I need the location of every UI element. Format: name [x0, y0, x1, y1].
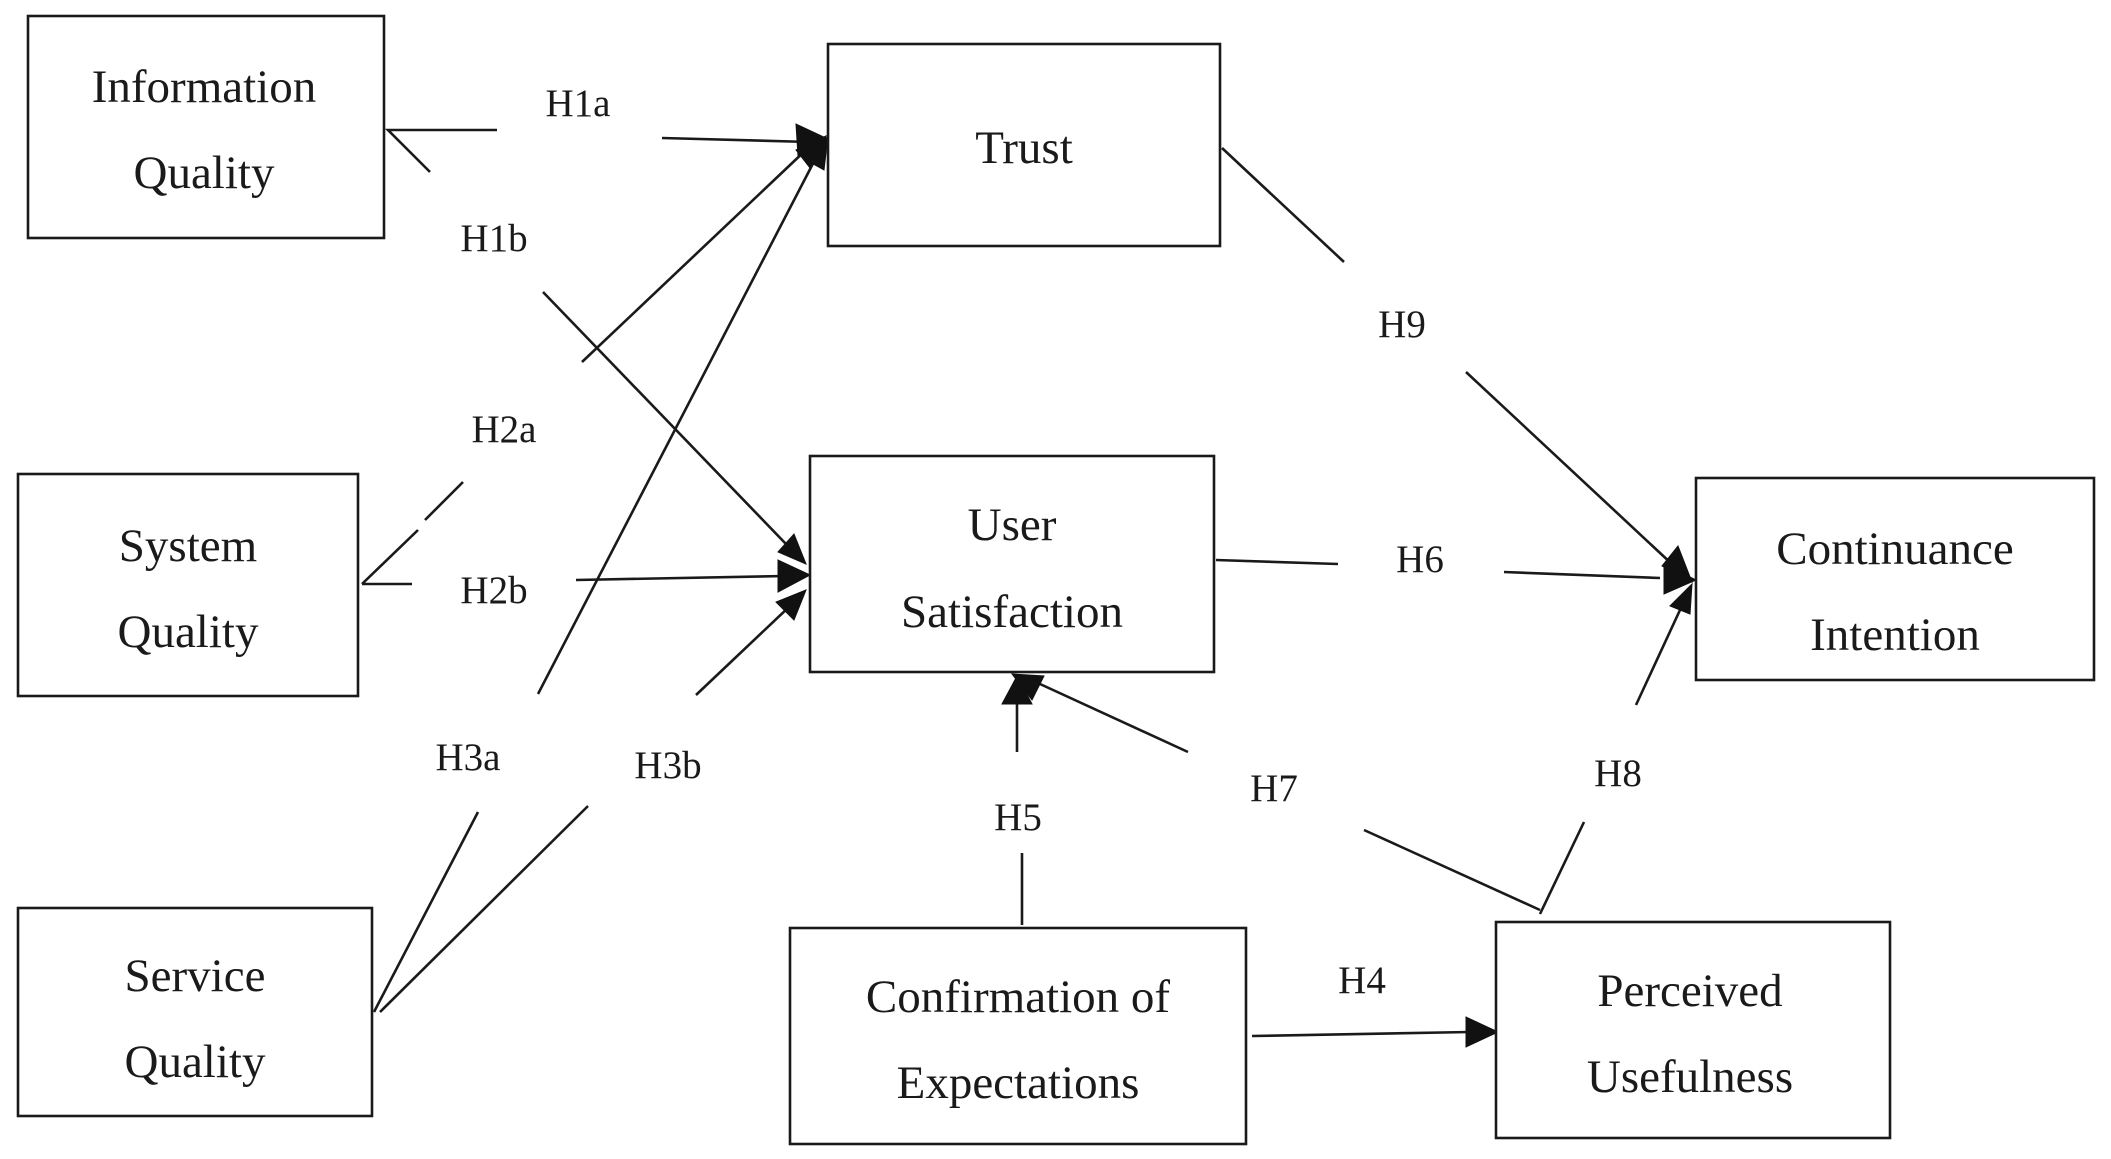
box-confirmation-line1: Confirmation of: [866, 971, 1170, 1023]
box-trust: Trust: [826, 42, 1222, 248]
label-h2b: H2b: [460, 569, 527, 612]
box-system-quality-line1: System: [119, 520, 257, 572]
path-h1a: [384, 128, 497, 173]
box-perceived-usefulness-line1: Perceived: [1597, 965, 1782, 1017]
path-h4: [1251, 1030, 1471, 1038]
label-h3a: H3a: [436, 736, 501, 779]
label-h1a: H1a: [546, 82, 611, 125]
path-h2a-upper: [581, 147, 809, 363]
box-continuance-intention: Continuance Intention: [1694, 476, 2096, 682]
path-h3b-upper: [695, 605, 791, 696]
box-perceived-usefulness-line2: Usefulness: [1587, 1051, 1793, 1103]
box-perceived-usefulness: Perceived Usefulness: [1494, 920, 1892, 1140]
arrowhead-h7: [1010, 673, 1045, 701]
arrowhead-h1b: [777, 533, 807, 565]
box-user-satisfaction-line1: User: [968, 499, 1057, 551]
box-continuance-intention-line2: Intention: [1810, 609, 1980, 661]
path-h2a-lower: [361, 529, 419, 585]
label-h9: H9: [1378, 303, 1426, 346]
label-h7: H7: [1250, 767, 1298, 810]
box-confirmation-of-expectations: Confirmation of Expectations: [788, 926, 1248, 1146]
path-h3a-upper: [536, 149, 822, 695]
box-service-quality-line1: Service: [125, 950, 266, 1002]
path-h8-upper: [1634, 609, 1682, 706]
label-h2a: H2a: [472, 408, 537, 451]
label-h8: H8: [1594, 752, 1642, 795]
path-h7-upper: [1039, 682, 1189, 754]
arrowhead-h4: [1465, 1016, 1500, 1048]
hypothesis-labels: H1a H1b H2a H2b H3a H3b H4 H5 H6 H7 H8 H…: [436, 82, 1642, 1002]
path-h9-upper: [1221, 147, 1345, 263]
path-h9-lower: [1465, 371, 1675, 567]
arrowhead-h2b: [777, 559, 812, 593]
box-continuance-intention-line1: Continuance: [1776, 523, 2014, 575]
box-information-quality-line2: Quality: [134, 147, 275, 199]
box-system-quality: System Quality: [16, 472, 360, 698]
arrowhead-h6: [1663, 563, 1698, 595]
arrowhead-h8: [1669, 582, 1693, 615]
arrowhead-h3b: [775, 589, 807, 621]
label-h3b: H3b: [634, 744, 701, 787]
connector-lines: [361, 128, 1682, 1038]
label-h4: H4: [1338, 959, 1386, 1002]
path-h2b-right: [575, 574, 787, 582]
box-system-quality-line2: Quality: [118, 606, 259, 658]
arrowhead-h3a: [805, 134, 829, 171]
label-h5: H5: [994, 796, 1042, 839]
box-information-quality-line1: Information: [92, 61, 317, 113]
box-service-quality: Service Quality: [16, 906, 374, 1118]
box-user-satisfaction-line2: Satisfaction: [901, 586, 1123, 638]
path-h3b-lower: [379, 805, 589, 1013]
box-user-satisfaction: User Satisfaction: [808, 454, 1216, 674]
path-h1b: [542, 291, 787, 545]
box-information-quality: Information Quality: [26, 14, 386, 240]
box-confirmation-line2: Expectations: [897, 1057, 1140, 1109]
label-h1b: H1b: [460, 217, 527, 260]
path-h3a-lower: [372, 811, 480, 1013]
path-h8-lower: [1538, 821, 1586, 915]
path-h1a-arrow-segment: [661, 136, 811, 144]
arrowheads: [775, 123, 1698, 1048]
path-h7-lower: [1363, 828, 1541, 912]
box-trust-line1: Trust: [975, 122, 1073, 174]
box-service-quality-line2: Quality: [125, 1036, 266, 1088]
label-h6: H6: [1396, 538, 1444, 581]
path-h6-left: [1215, 558, 1339, 566]
path-h2a-mid: [424, 481, 464, 521]
path-h6-right: [1503, 570, 1661, 580]
